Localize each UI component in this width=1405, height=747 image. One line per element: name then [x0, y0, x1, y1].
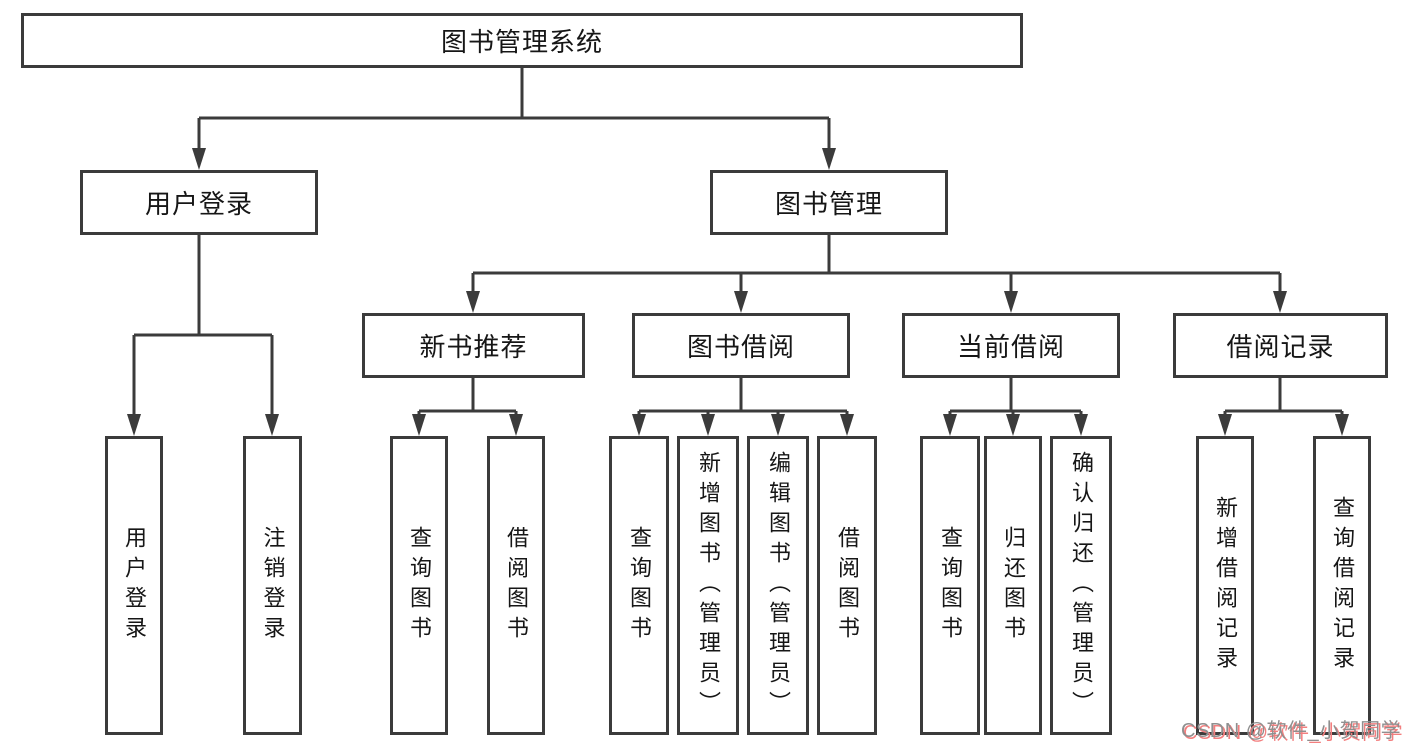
arrowhead: [1074, 414, 1088, 436]
node-root-label: 图书管理系统: [440, 27, 603, 57]
leaf-query-books-recommend-label: 查询图书: [407, 525, 432, 646]
connector-book-management-children: [466, 235, 1287, 313]
arrowhead: [1218, 414, 1232, 436]
connector-root-to-level1: [192, 68, 836, 170]
leaf-query-books-recommend: 查询图书: [390, 436, 448, 735]
node-borrow-records-label: 借阅记录: [1226, 332, 1335, 362]
arrowhead: [771, 414, 785, 436]
arrowhead: [822, 148, 836, 170]
arrowhead: [127, 414, 141, 436]
leaf-return-books-label: 归还图书: [1001, 525, 1026, 646]
leaf-add-book-admin: 新增图书（管理员）: [677, 436, 739, 735]
leaf-confirm-return-admin: 确认归还（管理员）: [1050, 436, 1112, 735]
leaf-confirm-return-admin-label: 确认归还（管理员）: [1069, 450, 1094, 721]
node-book-management-label: 图书管理: [774, 189, 883, 219]
leaf-query-books-current-label: 查询图书: [938, 525, 963, 646]
leaf-add-book-admin-label: 新增图书（管理员）: [696, 450, 721, 721]
node-root: 图书管理系统: [21, 13, 1023, 68]
arrowhead: [1335, 414, 1349, 436]
arrowhead: [412, 414, 426, 436]
arrowhead: [1004, 291, 1018, 313]
connector-current-borrow-children: [943, 378, 1088, 436]
arrowhead: [701, 414, 715, 436]
connector-new-book-recommend-children: [412, 378, 523, 436]
leaf-query-borrow-record-label: 查询借阅记录: [1330, 495, 1355, 676]
leaf-edit-book-admin-label: 编辑图书（管理员）: [766, 450, 791, 721]
connector-borrow-records-children: [1218, 378, 1349, 436]
leaf-add-borrow-record-label: 新增借阅记录: [1213, 495, 1238, 676]
arrowhead: [265, 414, 279, 436]
arrowhead: [734, 291, 748, 313]
node-book-borrow: 图书借阅: [632, 313, 850, 378]
arrowhead: [509, 414, 523, 436]
watermark: CSDN @软件_小贺同学: [1181, 720, 1402, 742]
leaf-borrow-books-recommend-label: 借阅图书: [504, 525, 529, 646]
node-book-borrow-label: 图书借阅: [686, 332, 795, 362]
node-user-login-label: 用户登录: [144, 189, 253, 219]
leaf-user-login-label: 用户登录: [122, 525, 147, 646]
leaf-query-books-borrow-label: 查询图书: [627, 525, 652, 646]
leaf-query-books-borrow: 查询图书: [609, 436, 669, 735]
leaf-add-borrow-record: 新增借阅记录: [1196, 436, 1254, 735]
node-current-borrow: 当前借阅: [902, 313, 1120, 378]
arrowhead: [632, 414, 646, 436]
leaf-query-borrow-record: 查询借阅记录: [1313, 436, 1371, 735]
arrowhead: [1273, 291, 1287, 313]
leaf-borrow-books: 借阅图书: [817, 436, 877, 735]
leaf-logout: 注销登录: [243, 436, 302, 735]
leaf-logout-label: 注销登录: [260, 525, 286, 646]
node-new-book-recommend-label: 新书推荐: [419, 332, 528, 362]
node-user-login: 用户登录: [80, 170, 318, 235]
node-current-borrow-label: 当前借阅: [956, 332, 1065, 362]
arrowhead: [466, 291, 480, 313]
leaf-borrow-books-label: 借阅图书: [835, 525, 860, 646]
leaf-query-books-current: 查询图书: [920, 436, 980, 735]
leaf-return-books: 归还图书: [984, 436, 1042, 735]
leaf-borrow-books-recommend: 借阅图书: [487, 436, 545, 735]
node-borrow-records: 借阅记录: [1173, 313, 1388, 378]
arrowhead: [192, 148, 206, 170]
arrowhead: [943, 414, 957, 436]
connector-book-borrow-children: [632, 378, 854, 436]
leaf-user-login: 用户登录: [105, 436, 163, 735]
node-new-book-recommend: 新书推荐: [362, 313, 585, 378]
arrowhead: [840, 414, 854, 436]
node-book-management: 图书管理: [710, 170, 948, 235]
connector-user-login-children: [127, 235, 279, 436]
leaf-edit-book-admin: 编辑图书（管理员）: [747, 436, 809, 735]
arrowhead: [1006, 414, 1020, 436]
